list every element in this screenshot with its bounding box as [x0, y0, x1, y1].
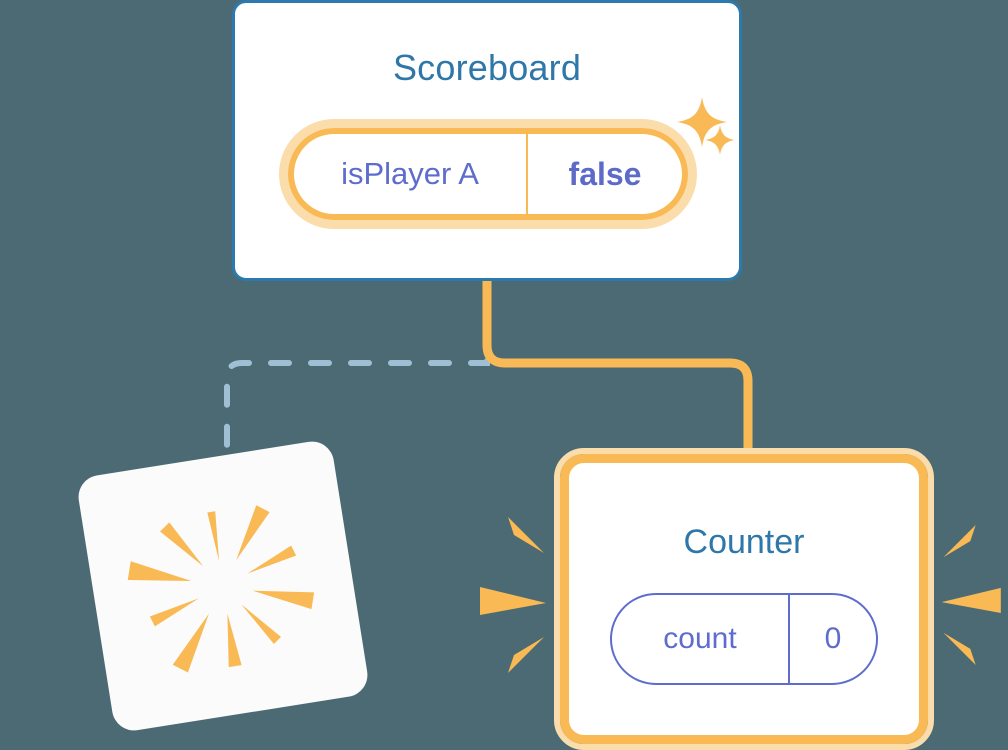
pill-glow-ring — [279, 119, 697, 229]
scoreboard-card[interactable]: Scoreboard isPlayer A false — [232, 0, 742, 281]
counter-burst-rays-left — [472, 505, 550, 685]
state-value-count: 0 — [824, 622, 842, 655]
scoreboard-title: Scoreboard — [392, 47, 582, 88]
counter-card-inner: Counter count 0 — [560, 454, 928, 744]
counter-title: Counter — [683, 523, 805, 561]
state-value-isplayer-a: false — [568, 155, 642, 192]
ghost-card[interactable] — [75, 438, 371, 734]
counter-card[interactable]: Counter count 0 — [554, 448, 934, 750]
sparkle-small-icon — [704, 124, 736, 156]
sparkle-large-icon — [676, 96, 728, 148]
counter-burst-rays-right — [938, 505, 1008, 685]
state-key-count: count — [612, 595, 790, 683]
state-key-isplayer-a: isPlayer A — [294, 134, 528, 214]
scoreboard-to-counter-connector — [482, 281, 753, 456]
pill-body: isPlayer A false — [288, 128, 688, 220]
counter-state-pill[interactable]: count 0 — [610, 593, 878, 685]
scoreboard-state-pill[interactable]: isPlayer A false — [279, 119, 697, 229]
